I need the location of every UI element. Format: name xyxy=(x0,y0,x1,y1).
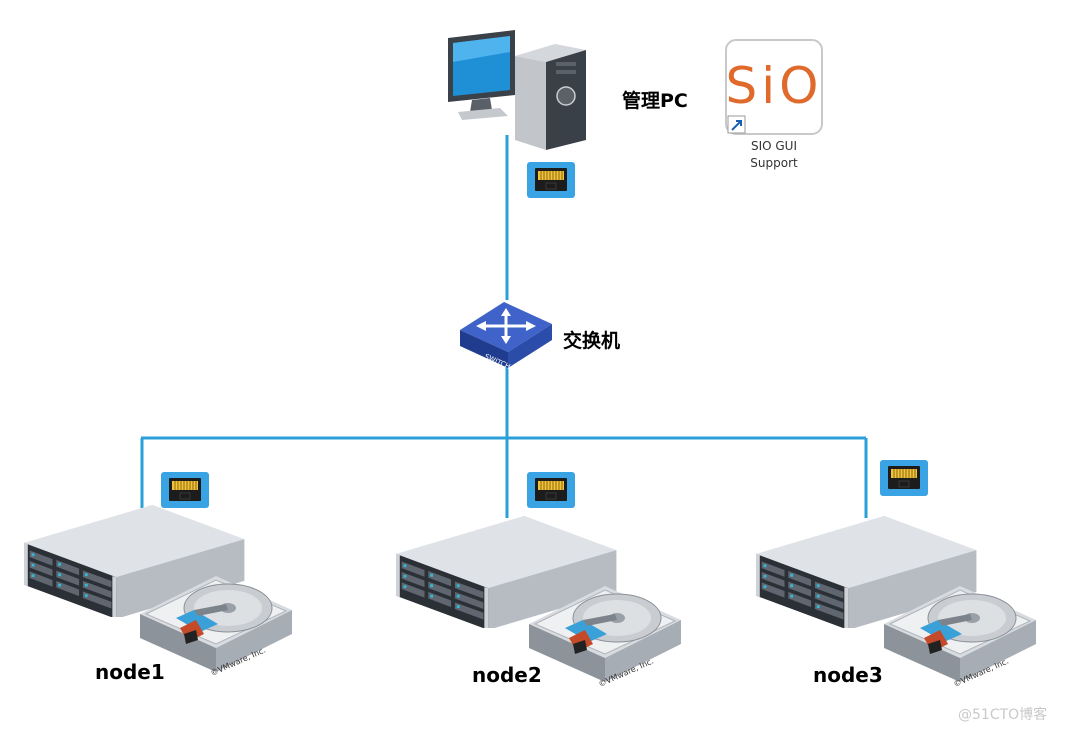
ethernet-port-icon-pc xyxy=(527,162,575,198)
node2-label: node2 xyxy=(472,663,542,687)
management-pc-label: 管理PC xyxy=(622,90,688,112)
ethernet-port-icon-node1 xyxy=(161,472,209,508)
sio-gui-app-icon: SiO xyxy=(725,39,823,135)
sio-caption-line1: SIO GUI xyxy=(750,139,798,153)
sio-caption-line2: Support xyxy=(750,156,798,170)
ethernet-port-icon-node2 xyxy=(527,472,575,508)
switch-icon: SWITCH xyxy=(460,302,552,371)
sio-gui-caption: SIO GUI Support xyxy=(724,138,824,172)
management-pc-icon xyxy=(448,30,586,150)
ethernet-port-icon-node3 xyxy=(880,460,928,496)
node3-label: node3 xyxy=(813,663,883,687)
network-links xyxy=(140,135,868,518)
watermark: @51CTO博客 xyxy=(958,707,1048,723)
switch-label: 交换机 xyxy=(563,330,621,352)
node1-label: node1 xyxy=(95,660,165,684)
sio-logo-text: SiO xyxy=(726,57,823,115)
